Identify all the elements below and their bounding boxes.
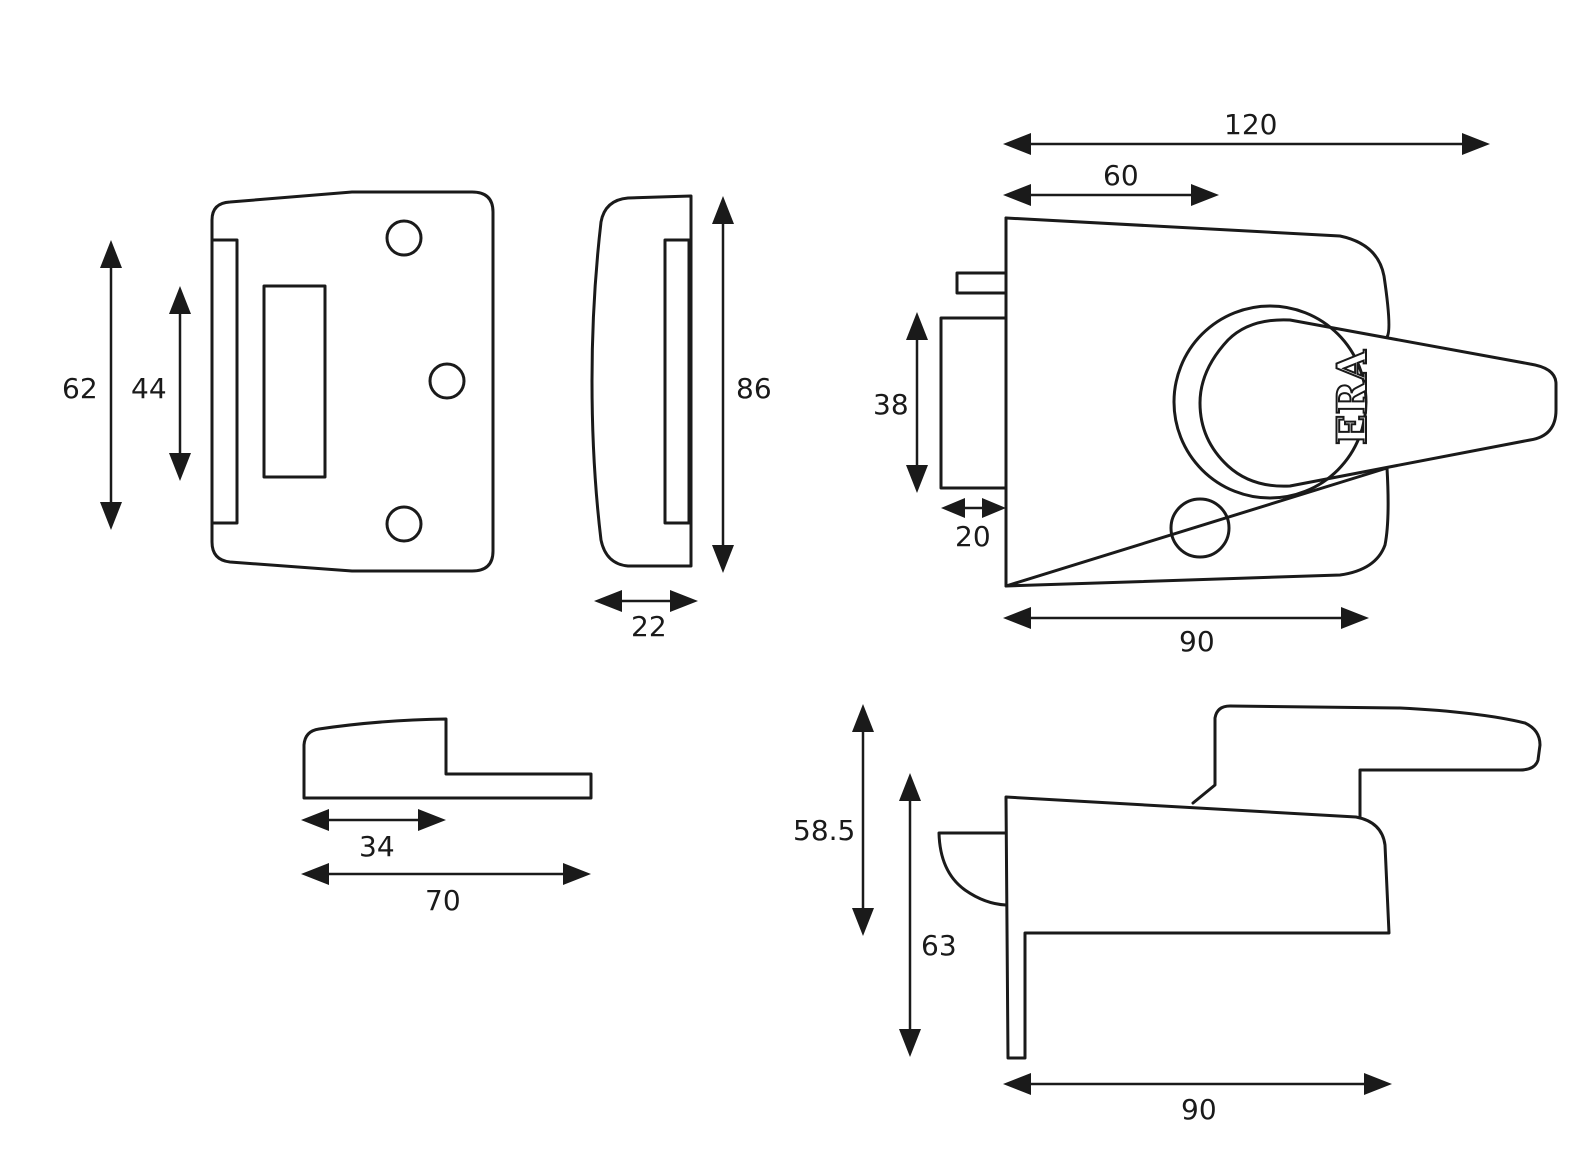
screw-hole-top xyxy=(385,219,423,257)
arrow-58-5-top xyxy=(852,704,874,732)
label-90-front: 90 xyxy=(1179,625,1215,658)
arrow-90-front-left xyxy=(1003,607,1031,629)
arrow-34-right xyxy=(418,809,446,831)
arrow-58-5-bottom xyxy=(852,908,874,936)
lock-side-view xyxy=(937,704,1542,1060)
arrow-22-right xyxy=(670,590,698,612)
knob-lever xyxy=(1198,318,1558,488)
arrow-44-bottom xyxy=(169,453,191,481)
label-58-5: 58.5 xyxy=(793,814,855,847)
arrow-38-top xyxy=(906,312,928,340)
label-22: 22 xyxy=(631,610,667,643)
snib-tab xyxy=(955,271,1008,295)
arrow-63-bottom xyxy=(899,1029,921,1057)
label-20: 20 xyxy=(955,520,991,553)
lock-side-knob xyxy=(1191,704,1542,819)
label-34: 34 xyxy=(359,830,395,863)
staple-front-view xyxy=(210,190,495,573)
arrow-90-side-left xyxy=(1003,1073,1031,1095)
arrow-63-top xyxy=(899,773,921,801)
arrow-86-top xyxy=(712,196,734,224)
screw-hole-middle xyxy=(428,362,466,400)
arrow-20-left xyxy=(941,498,965,518)
lock-case-outline xyxy=(1004,216,1391,339)
label-62: 62 xyxy=(62,372,98,405)
dimension-labels: 62 44 86 22 34 70 120 60 38 20 90 58.5 6… xyxy=(62,108,1277,1126)
arrow-44-top xyxy=(169,286,191,314)
staple-front-outline xyxy=(210,190,495,573)
arrow-62-bottom xyxy=(100,502,122,530)
label-38: 38 xyxy=(873,388,909,421)
staple-side-lip xyxy=(663,238,691,525)
arrow-34-left xyxy=(301,809,329,831)
arrow-70-right xyxy=(563,863,591,885)
label-44: 44 xyxy=(131,372,167,405)
lock-side-bolt xyxy=(937,831,1008,907)
label-60: 60 xyxy=(1103,159,1139,192)
label-63: 63 xyxy=(921,929,957,962)
staple-front-lip xyxy=(210,238,239,525)
staple-top-outline xyxy=(302,717,593,800)
knob-ring xyxy=(1172,304,1368,500)
staple-keep-slot xyxy=(262,284,327,479)
arrow-90-side-right xyxy=(1364,1073,1392,1095)
arrow-20-right xyxy=(982,498,1006,518)
screw-hole-bottom xyxy=(385,505,423,543)
lock-front-view: ERA xyxy=(939,216,1558,588)
label-120: 120 xyxy=(1224,108,1277,141)
arrow-70-left xyxy=(301,863,329,885)
label-86: 86 xyxy=(736,372,772,405)
label-70: 70 xyxy=(425,884,461,917)
arrow-90-front-right xyxy=(1341,607,1369,629)
arrow-120-right xyxy=(1462,133,1490,155)
era-logo: ERA xyxy=(1329,349,1376,445)
arrow-86-bottom xyxy=(712,545,734,573)
staple-side-view xyxy=(590,194,693,568)
staple-top-view xyxy=(302,717,593,800)
arrow-60-left xyxy=(1003,184,1031,206)
arrow-62-top xyxy=(100,240,122,268)
lock-side-body xyxy=(1004,795,1391,1060)
lock-case-lower xyxy=(1004,466,1390,588)
staple-side-outline xyxy=(590,194,693,568)
cylinder-button xyxy=(1169,497,1231,559)
dimension-lines xyxy=(100,133,1490,1095)
arrow-22-left xyxy=(594,590,622,612)
arrow-38-bottom xyxy=(906,465,928,493)
label-90-side: 90 xyxy=(1181,1093,1217,1126)
latch-bolt xyxy=(939,316,1008,490)
arrow-60-right xyxy=(1191,184,1219,206)
arrow-120-left xyxy=(1003,133,1031,155)
